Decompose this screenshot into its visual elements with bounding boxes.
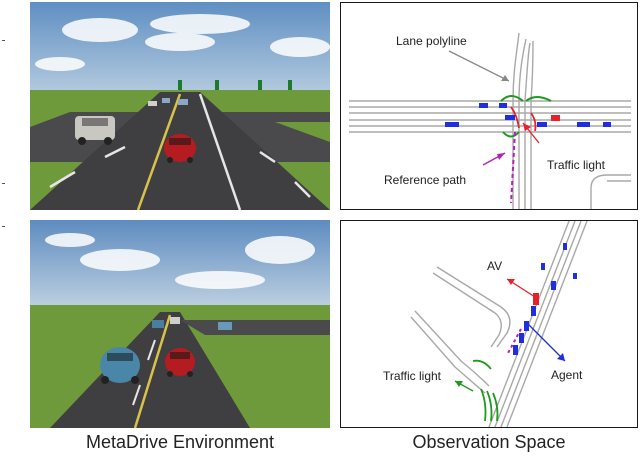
edge-tick	[2, 183, 5, 184]
lane-polylines	[349, 32, 631, 209]
metadrive-render-bottom	[30, 220, 330, 428]
observation-panel-top: Lane polyline Traffic light Reference pa…	[340, 2, 638, 210]
metadrive-render-top	[30, 2, 330, 210]
reference-path	[506, 328, 522, 356]
lane-markings	[49, 93, 311, 210]
lane-markings	[132, 339, 156, 406]
car-blue	[100, 347, 140, 384]
side-road	[180, 320, 330, 335]
red-light-lines	[510, 106, 537, 132]
center-line	[136, 93, 182, 210]
car-red	[164, 134, 196, 163]
clouds	[35, 14, 330, 71]
label-av: AV	[487, 259, 502, 273]
label-lane-polyline: Lane polyline	[396, 34, 467, 48]
clouds	[45, 233, 315, 289]
ego-vehicle	[551, 115, 560, 121]
annotation-pointers	[448, 50, 540, 166]
annotation-pointers	[454, 278, 566, 392]
traffic-light-lines	[472, 359, 499, 422]
vehicle-boxes	[445, 103, 611, 127]
center-line	[133, 314, 172, 428]
label-traffic-light: Traffic light	[547, 158, 606, 172]
render-scene-intersection	[30, 2, 330, 210]
distant-cars	[148, 98, 188, 106]
observation-map-intersection: Lane polyline Traffic light Reference pa…	[349, 32, 631, 209]
vehicle-boxes	[513, 243, 577, 355]
label-reference-path: Reference path	[384, 173, 466, 187]
car-white	[75, 116, 115, 145]
ego-vehicle	[533, 293, 539, 305]
main-road	[50, 312, 250, 428]
label-traffic-light: Traffic light	[383, 369, 442, 383]
traffic-light-poles	[178, 80, 292, 90]
lane-polylines	[410, 221, 588, 427]
caption-metadrive-environment: MetaDrive Environment	[85, 432, 275, 452]
traffic-light-lines	[500, 95, 552, 138]
edge-tick	[2, 226, 5, 227]
observation-panel-bottom: AV Agent Traffic light	[340, 220, 638, 428]
edge-tick	[2, 40, 5, 41]
render-scene-road	[30, 220, 330, 428]
distant-cars	[152, 317, 232, 330]
car-red	[165, 348, 195, 377]
label-agent: Agent	[551, 368, 583, 382]
observation-map-road: AV Agent Traffic light	[383, 221, 588, 427]
caption-observation-space: Observation Space	[412, 432, 566, 452]
reference-path	[510, 131, 516, 204]
